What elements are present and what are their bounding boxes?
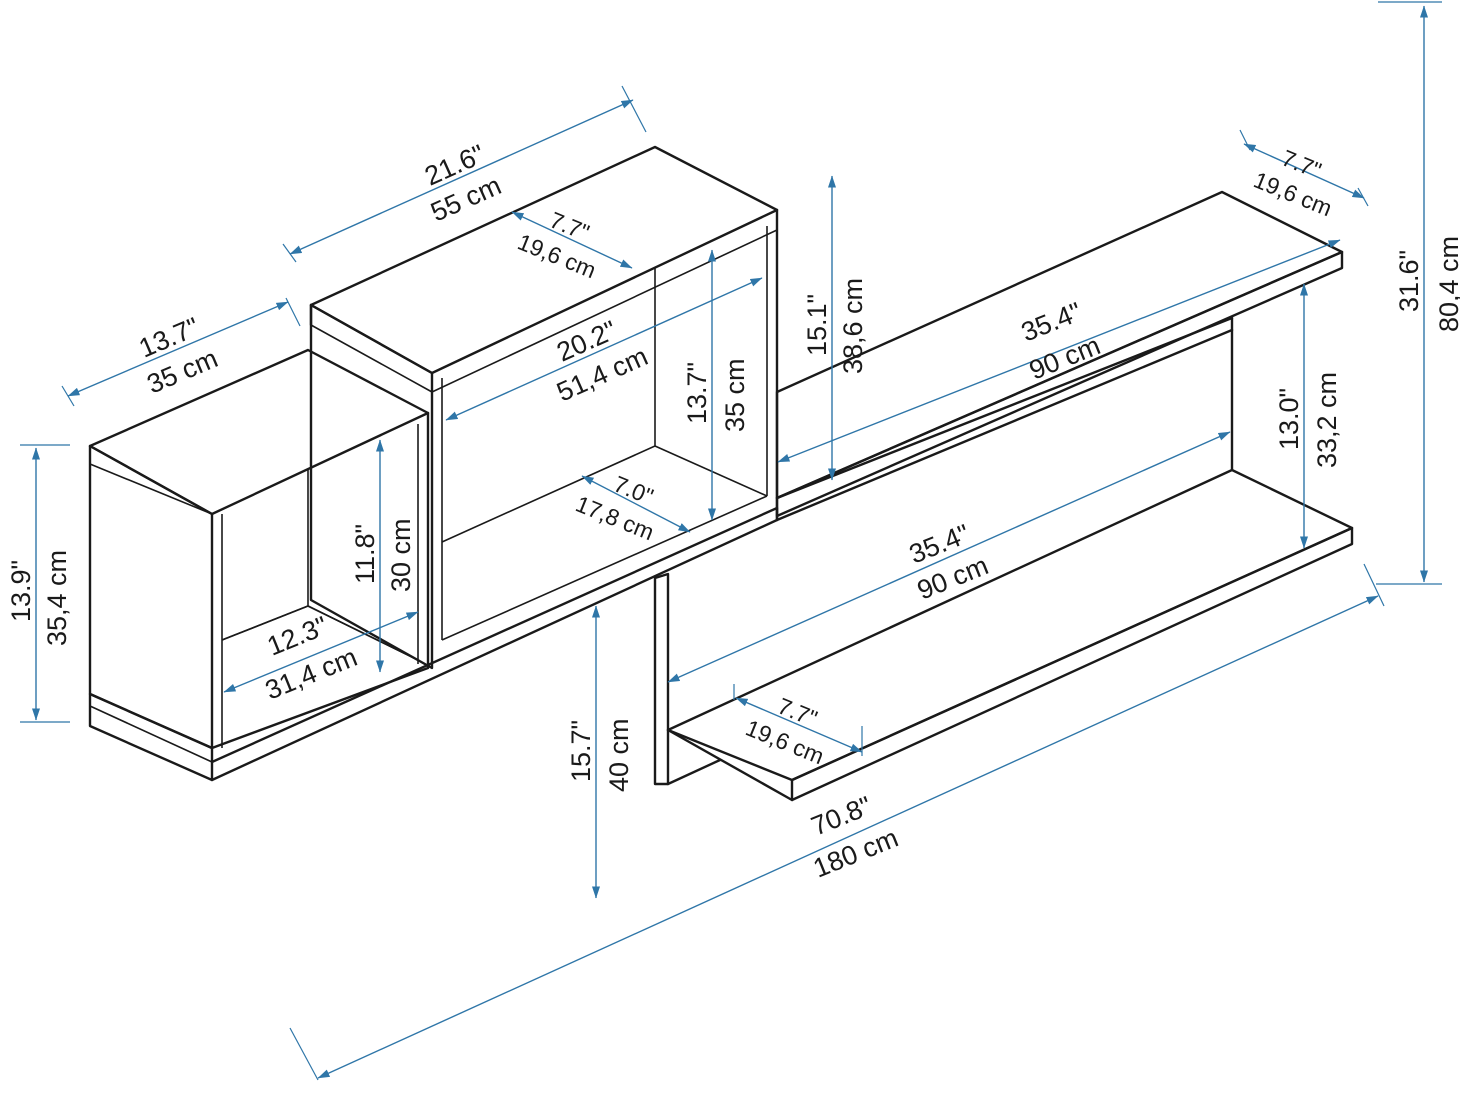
label-bottom-drop-height-in: 15.7"	[566, 720, 596, 782]
label-left-box-inner-height-cm: 30 cm	[386, 518, 416, 592]
arrow-top-box-width	[289, 99, 634, 255]
label-left-box-height-in: 13.9"	[6, 560, 36, 622]
arrow-upper-shelf-depth	[1243, 143, 1365, 199]
label-total-height-in: 31.6"	[1394, 250, 1424, 312]
label-top-box-inner-height-in: 13.7"	[682, 362, 712, 424]
label-upper-gap-height-in: 15.1"	[802, 294, 832, 356]
label-lower-gap-height-in: 13.0"	[1274, 388, 1304, 450]
label-total-height-cm: 80,4 cm	[1434, 236, 1460, 332]
arrow-upper-shelf-length	[777, 239, 1341, 463]
label-top-box-inner-height-cm: 35 cm	[720, 358, 750, 432]
dimension-arrows	[32, 5, 1428, 1079]
label-lower-gap-height-cm: 33,2 cm	[1312, 372, 1342, 468]
arrow-left-box-width	[67, 301, 289, 397]
label-bottom-drop-height-cm: 40 cm	[604, 718, 634, 792]
lower-shelf	[653, 468, 1354, 802]
arrow-total-width	[317, 595, 1379, 1079]
arrow-lower-shelf-length	[667, 431, 1231, 683]
arrow-top-box-depth	[511, 211, 633, 269]
label-upper-gap-height-cm: 38,6 cm	[838, 278, 868, 374]
label-left-box-height-cm: 35,4 cm	[42, 550, 72, 646]
label-left-box-inner-height-in: 11.8"	[350, 524, 380, 584]
